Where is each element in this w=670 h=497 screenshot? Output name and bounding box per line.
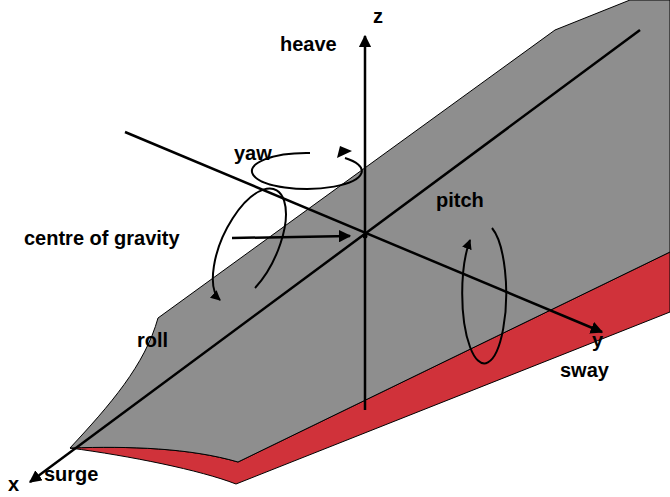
pitch-arrow: [462, 228, 506, 363]
yaw-arrowhead: [337, 146, 352, 158]
centre-of-gravity-point: [363, 234, 368, 239]
motion-label: roll: [137, 330, 168, 350]
motion-label: yaw: [234, 143, 272, 163]
point-label: centre of gravity: [24, 228, 180, 248]
axis-letter: y: [592, 330, 603, 350]
axis-letter: x: [8, 474, 19, 494]
cg-pointer: [232, 236, 350, 238]
motion-label: sway: [560, 360, 609, 380]
roll-arrow: [213, 188, 286, 300]
x-axis: [30, 30, 640, 482]
motion-label: surge: [44, 464, 98, 484]
motion-label: heave: [280, 34, 337, 54]
z-axis: [364, 36, 367, 410]
motion-label: pitch: [436, 190, 484, 210]
y-axis: [125, 132, 602, 332]
axis-letter: z: [373, 6, 383, 26]
